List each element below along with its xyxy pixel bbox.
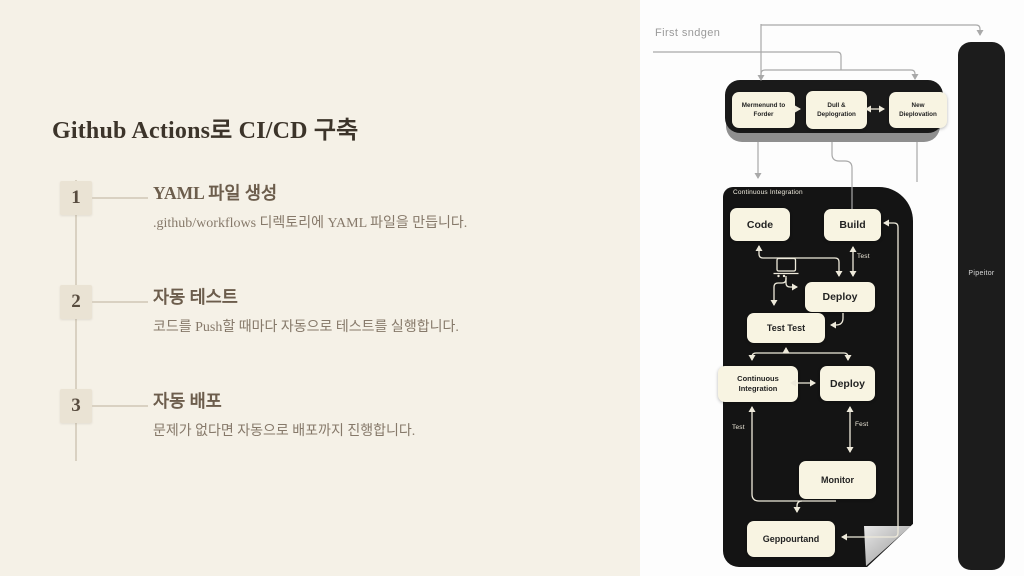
left-panel-background [0, 0, 640, 576]
step-description-1: .github/workflows 디렉토리에 YAML 파일을 만듭니다. [153, 216, 468, 231]
first-sndgen-label: First sndgen [655, 27, 721, 39]
pipeline-bar: Pipeitor [958, 42, 1005, 570]
step-number-1: 1 [60, 181, 92, 215]
step-title-2: 자동 테스트 [153, 287, 238, 307]
step-connector-line [92, 301, 148, 303]
timeline-line [75, 180, 77, 461]
node-code: Code [730, 208, 790, 241]
node-new-dieplovation: New Dieplovation [889, 92, 947, 128]
node-test-test: Test Test [747, 313, 825, 343]
step-title-3: 자동 배포 [153, 391, 222, 411]
pipeline-bar-label: Pipeitor [968, 270, 995, 277]
node-monitor: Monitor [799, 461, 876, 499]
node-mermenund-to-forder: Mermenund to Forder [732, 92, 795, 128]
step-description-3: 문제가 없다면 자동으로 배포까지 진행합니다. [153, 424, 416, 439]
node-deploy-upper: Deploy [805, 282, 875, 312]
page-title: Github Actions로 CI/CD 구축 [52, 118, 359, 144]
step-number-2: 2 [60, 285, 92, 319]
step-number-3: 3 [60, 389, 92, 423]
ci-container-label: Continuous Integration [733, 189, 803, 196]
step-title-1: YAML 파일 생성 [153, 183, 278, 203]
step-connector-line [92, 197, 148, 199]
edge-label-test-side: Test [732, 424, 745, 431]
edge-label-test-build: Test [857, 253, 870, 260]
step-connector-line [92, 405, 148, 407]
node-deploy-lower: Deploy [820, 366, 875, 401]
node-continuous-integration: Continuous Integration [718, 366, 798, 402]
node-geppourtand: Geppourtand [747, 521, 835, 557]
node-dull-deplogration: Dull & Deplogration [806, 91, 867, 129]
edge-label-fest: Fest [855, 421, 869, 428]
node-build: Build [824, 209, 881, 241]
step-description-2: 코드를 Push할 때마다 자동으로 테스트를 실행합니다. [153, 320, 459, 335]
